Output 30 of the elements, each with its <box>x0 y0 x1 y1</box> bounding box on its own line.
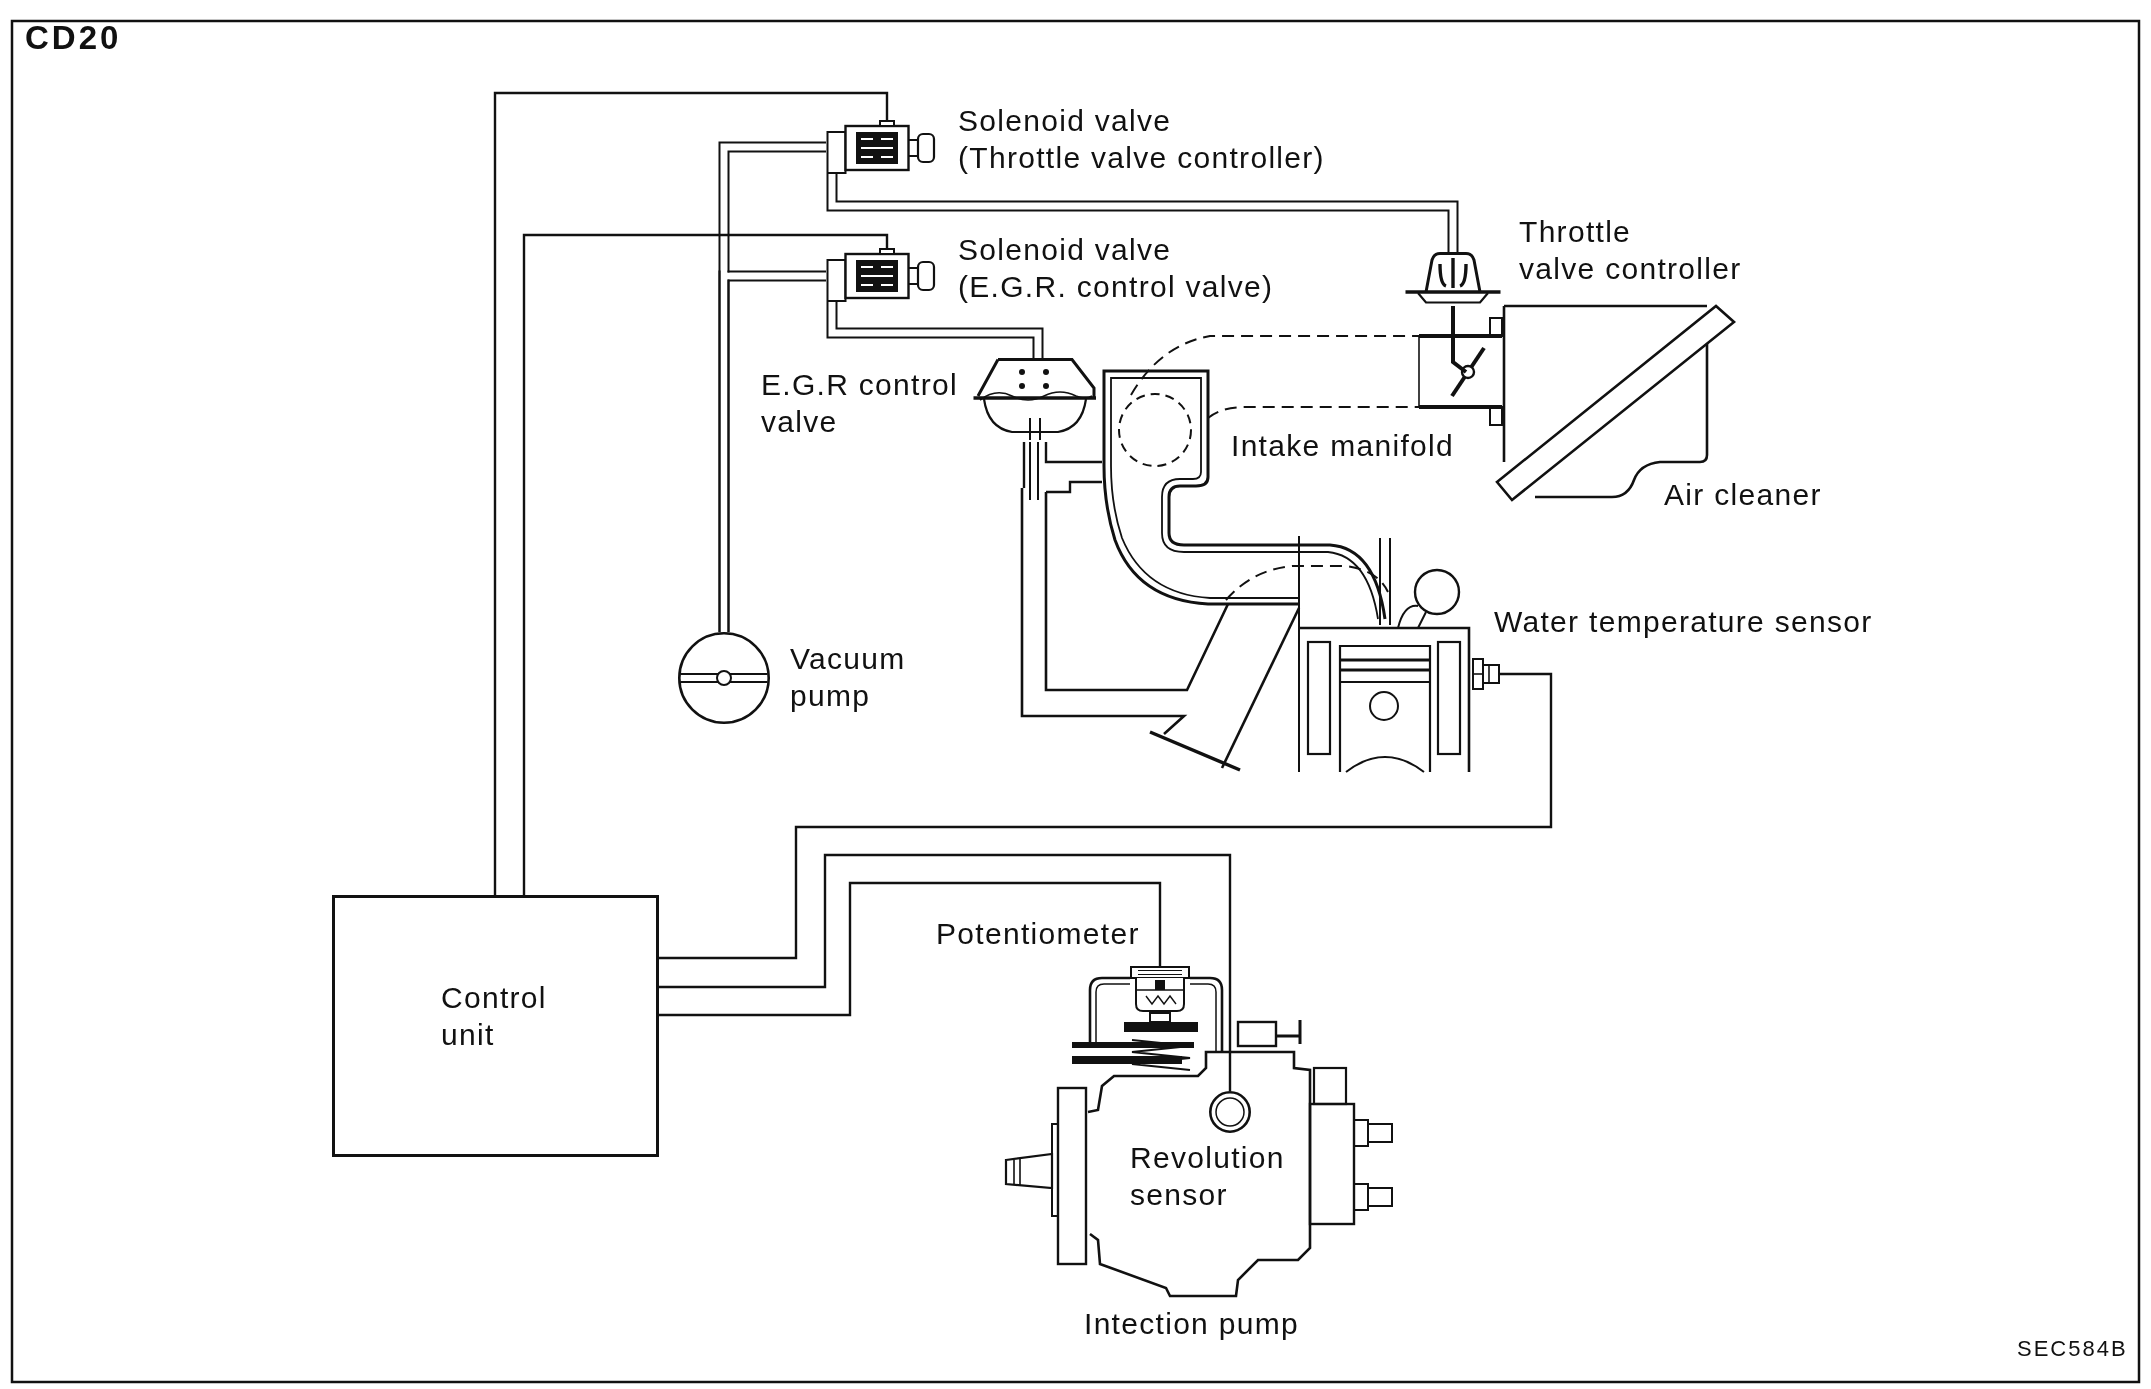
solenoid-valve-icon <box>826 120 936 174</box>
diagram-title: CD20 <box>25 19 122 56</box>
wire <box>493 91 889 895</box>
part-label: E.G.R control valve <box>761 367 959 440</box>
part-label: Intection pump <box>1084 1306 1299 1342</box>
vacuum-hose <box>718 270 826 632</box>
control-unit-box <box>332 895 659 1157</box>
part-label: Intake manifold <box>1231 428 1454 464</box>
part-label: Air cleaner <box>1664 477 1822 513</box>
diaphragm-actuator-icon <box>1404 252 1502 304</box>
sensor-ring-icon <box>1209 1091 1251 1133</box>
part-label: Vacuum pump <box>790 641 907 714</box>
solenoid-valve-icon <box>826 248 936 302</box>
component-label: Control unit <box>441 980 548 1053</box>
sensor-bolt-icon <box>1472 658 1500 690</box>
part-label: Water temperature sensor <box>1494 604 1873 640</box>
diaphragm-valve-icon <box>972 358 1098 440</box>
vacuum-hose <box>826 302 1044 358</box>
part-label: Revolution sensor <box>1130 1140 1286 1213</box>
potentiometer-icon <box>1130 966 1190 1012</box>
part-label: Solenoid valve (Throttle valve controller) <box>958 103 1326 176</box>
part-label: Solenoid valve (E.G.R. control valve) <box>958 232 1275 305</box>
figure-code: SEC584B <box>2017 1336 2128 1362</box>
part-label: Potentiometer <box>936 916 1140 952</box>
wire <box>659 881 1162 1017</box>
wire <box>522 233 889 895</box>
part-label: Throttle valve controller <box>1519 214 1743 287</box>
vacuum-hose <box>826 174 1459 252</box>
pump-circle-icon <box>678 632 770 724</box>
wire <box>659 853 1232 1091</box>
